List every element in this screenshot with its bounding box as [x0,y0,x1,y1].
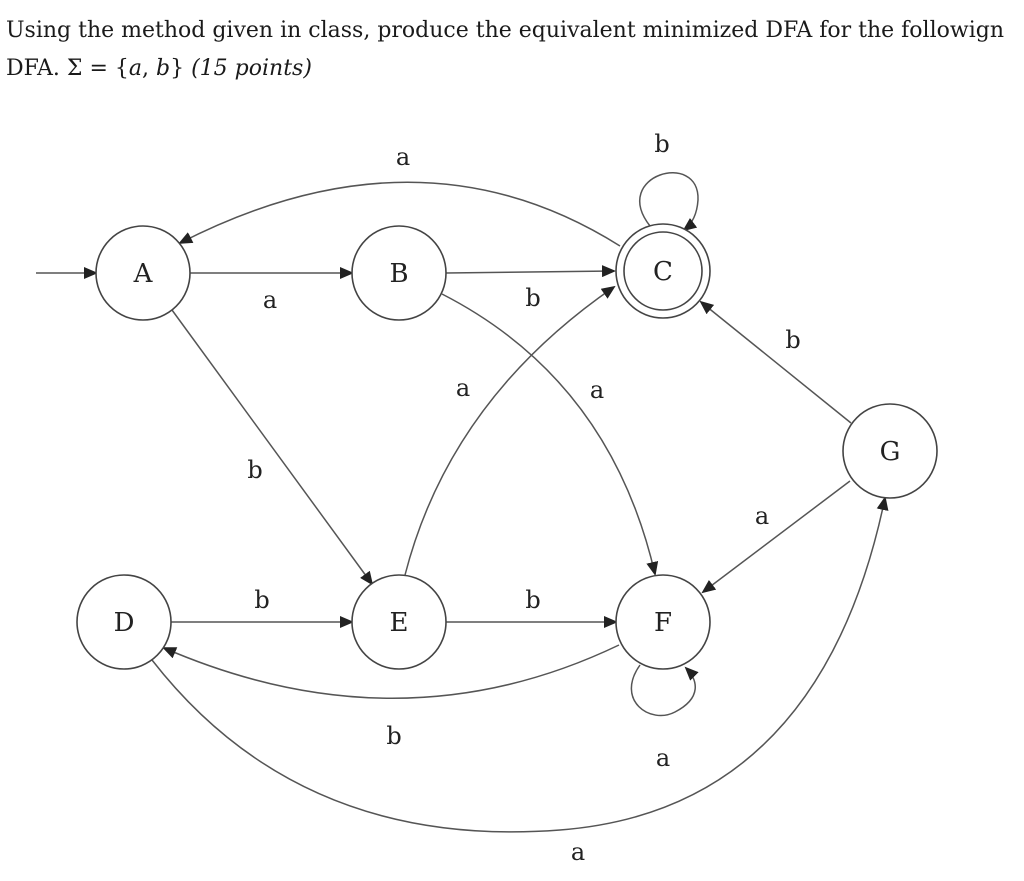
equals-sign: = [89,56,108,81]
edge-g-f-a [701,480,851,594]
edge-label-g-f: a [755,502,769,530]
edge-c-a-a [178,181,621,247]
edge-label-c-a: a [396,143,410,171]
edge-label-e-c: a [456,374,470,402]
alphabet-open-brace: { [114,56,129,81]
edge-label-g-c: b [785,326,800,354]
sigma-symbol: Σ [66,56,83,81]
edge-label-e-f: b [525,586,540,614]
state-circle-a [95,225,191,321]
state-g: G [842,403,938,499]
edge-e-c-a [404,285,616,576]
edge-label-a-e: b [247,456,262,484]
state-circle-e [351,574,447,670]
edge-label-b-c: b [525,284,540,312]
state-nodes: A B C D E F G [76,223,938,670]
edge-label-f-d: b [386,722,401,750]
edge-a-e-b [171,309,374,586]
state-e: E [351,574,447,670]
edge-c-c-b [639,172,699,232]
question-dfa-word: DFA. [6,56,60,81]
state-label-e: E [390,608,409,638]
question-line-2: DFA. Σ = {a, b} (15 points) [6,50,1006,88]
edge-g-c-b [699,300,852,424]
state-f: F [615,574,711,670]
state-label-c: C [653,257,673,287]
edge-f-f-a [630,664,699,717]
edge-f-d-b [162,644,620,699]
edge-b-c-b [445,265,616,278]
state-d: D [76,574,172,670]
alphabet-symbol-a: a [128,56,142,81]
edge-b-f-a [441,293,659,576]
points-label: (15 points) [191,56,312,81]
state-circle-b [351,225,447,321]
transition-edges [36,172,889,833]
transition-labels: a b b a a b b a a b b a b a [247,130,800,866]
state-label-f: F [654,608,672,638]
state-label-d: D [114,608,135,638]
edge-label-a-b: a [263,286,277,314]
edge-label-f-f: a [656,744,670,772]
state-b: B [351,225,447,321]
edge-label-c-c: b [654,130,669,158]
edge-d-g-a [151,496,889,833]
alphabet-comma: , [142,56,156,81]
edge-label-d-e: b [254,586,269,614]
state-circle-f [615,574,711,670]
state-label-b: B [389,259,408,289]
alphabet-symbol-b: b [156,56,171,81]
state-c: C [615,223,711,319]
edge-label-b-f: a [590,376,604,404]
state-circle-d [76,574,172,670]
accepting-ring-c [623,231,703,311]
edge-label-d-g: a [571,838,585,866]
state-circle-g [842,403,938,499]
state-a: A [95,225,191,321]
alphabet-close-brace: } [170,56,185,81]
state-label-a: A [133,259,154,289]
question-text: Using the method given in class, produce… [6,12,1006,88]
question-line-1: Using the method given in class, produce… [6,18,1004,43]
state-label-g: G [880,437,901,467]
